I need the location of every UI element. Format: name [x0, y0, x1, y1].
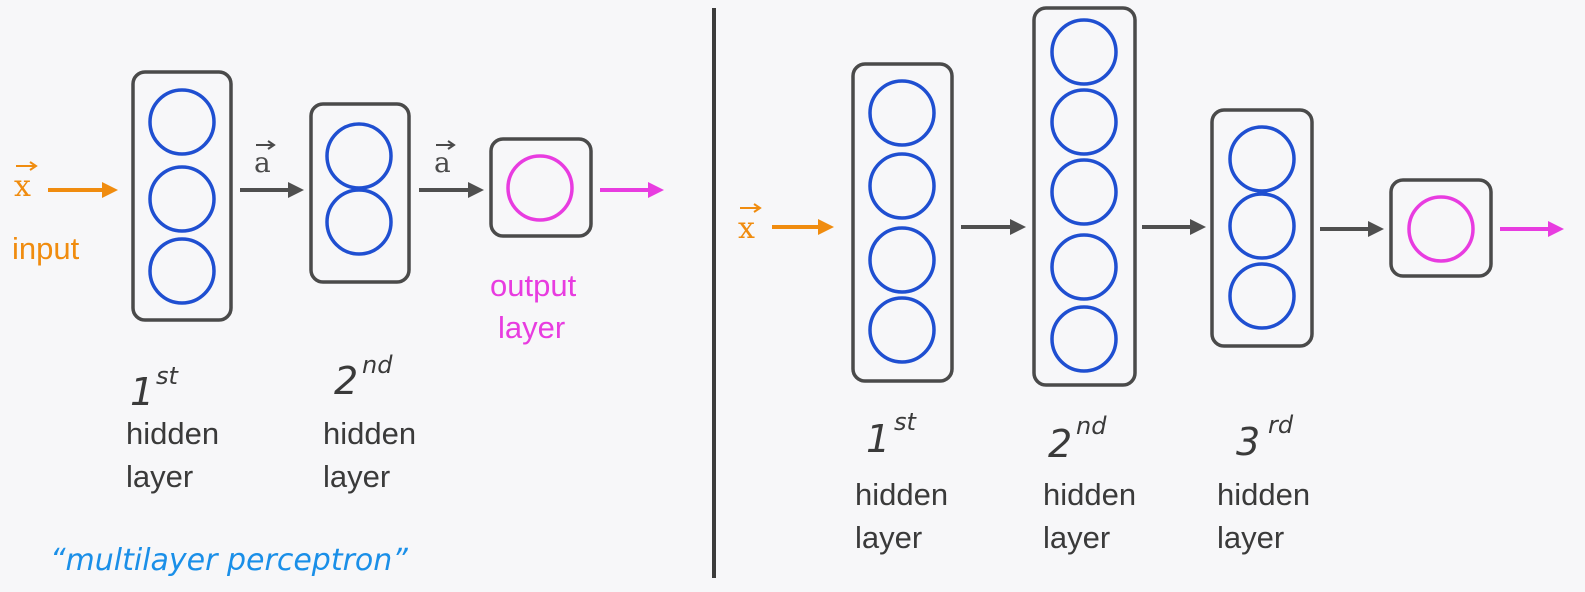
output-neuron — [1407, 195, 1475, 263]
right-layer-2-hidden-text: hidden — [1043, 477, 1136, 512]
right-layer-1-box — [851, 62, 954, 383]
right-layer-3-hidden-text: hidden — [1217, 477, 1310, 512]
neuron — [148, 165, 216, 233]
left-input-vector: x — [14, 161, 38, 204]
left-layer-2-label: 2 nd hidden layer — [323, 351, 416, 494]
neuron — [1050, 305, 1118, 373]
right-arrow-3 — [1320, 221, 1384, 237]
neuron — [1228, 262, 1296, 330]
right-input-vector: x — [738, 203, 762, 246]
right-input-x-text: x — [738, 211, 755, 246]
right-arrow-1 — [961, 219, 1026, 235]
right-arrow-2 — [1142, 219, 1206, 235]
right-layer-2-layer-text: layer — [1043, 520, 1110, 555]
left-output-label-line2: layer — [498, 310, 565, 345]
left-activation-vector-1: a — [254, 140, 276, 179]
neuron — [1228, 125, 1296, 193]
left-layer-1-layer-text: layer — [126, 459, 193, 494]
left-activation-vector-2: a — [434, 140, 456, 179]
right-layer-2-ordinal-suffix: nd — [1076, 412, 1107, 440]
left-output-arrow — [600, 182, 664, 198]
neuron — [325, 188, 393, 256]
neuron — [1050, 88, 1118, 156]
right-layer-3-ordinal: 3 — [1236, 420, 1260, 464]
left-arrow-1 — [240, 182, 304, 198]
right-output-layer — [1389, 178, 1493, 278]
right-layer-3-label: 3 rd hidden layer — [1217, 411, 1310, 555]
multilayer-perceptron-caption: “multilayer perceptron” — [50, 543, 408, 578]
right-layer-3 — [1210, 108, 1314, 348]
left-layer-1-label: 1 st hidden layer — [126, 362, 219, 494]
neuron — [868, 226, 936, 294]
neuron — [148, 88, 216, 156]
left-output-box — [489, 137, 593, 238]
left-layer-2-ordinal: 2 — [334, 359, 358, 403]
left-input-label: input — [12, 231, 80, 266]
left-layer-1-hidden-text: hidden — [126, 416, 219, 451]
right-layer-1 — [851, 62, 954, 383]
right-network: x — [738, 6, 1564, 555]
right-output-arrow — [1500, 221, 1564, 237]
left-output-label-line1: output — [490, 268, 577, 303]
right-layer-1-label: 1 st hidden layer — [855, 408, 948, 555]
left-layer-2-ordinal-suffix: nd — [362, 351, 393, 379]
right-input-arrow — [772, 219, 834, 235]
left-network: x input a — [12, 70, 664, 578]
neuron — [1228, 192, 1296, 260]
right-layer-1-hidden-text: hidden — [855, 477, 948, 512]
right-layer-3-ordinal-suffix: rd — [1268, 411, 1294, 439]
left-layer-1-ordinal-suffix: st — [156, 362, 180, 390]
output-neuron — [506, 154, 574, 222]
right-layer-2-ordinal: 2 — [1048, 422, 1072, 466]
neuron — [868, 296, 936, 364]
right-layer-3-box — [1210, 108, 1314, 348]
left-output-layer — [489, 137, 593, 238]
neuron — [868, 152, 936, 220]
right-layer-2-label: 2 nd hidden layer — [1043, 412, 1136, 555]
left-layer-1 — [131, 70, 233, 322]
right-layer-1-ordinal-suffix: st — [894, 408, 918, 436]
left-activation-a-2: a — [434, 146, 451, 179]
neuron — [1050, 18, 1118, 86]
left-layer-1-box — [131, 70, 233, 322]
left-input-x-text: x — [14, 169, 31, 204]
left-layer-2-layer-text: layer — [323, 459, 390, 494]
neuron — [325, 122, 393, 190]
neuron — [868, 79, 936, 147]
right-layer-2 — [1032, 6, 1137, 387]
right-layer-2-box — [1032, 6, 1137, 387]
left-layer-2-box — [309, 102, 411, 284]
left-input-vector-hat — [29, 161, 38, 171]
left-layer-2-hidden-text: hidden — [323, 416, 416, 451]
neuron — [1050, 233, 1118, 301]
right-layer-3-layer-text: layer — [1217, 520, 1284, 555]
neuron — [1050, 158, 1118, 226]
right-layer-1-layer-text: layer — [855, 520, 922, 555]
right-output-box — [1389, 178, 1493, 278]
right-layer-1-ordinal: 1 — [866, 417, 890, 461]
left-layer-1-ordinal: 1 — [130, 370, 154, 414]
left-input-arrow — [48, 182, 118, 198]
left-layer-2 — [309, 102, 411, 284]
left-activation-a-1: a — [254, 146, 271, 179]
neuron — [148, 237, 216, 305]
left-arrow-2 — [419, 182, 484, 198]
